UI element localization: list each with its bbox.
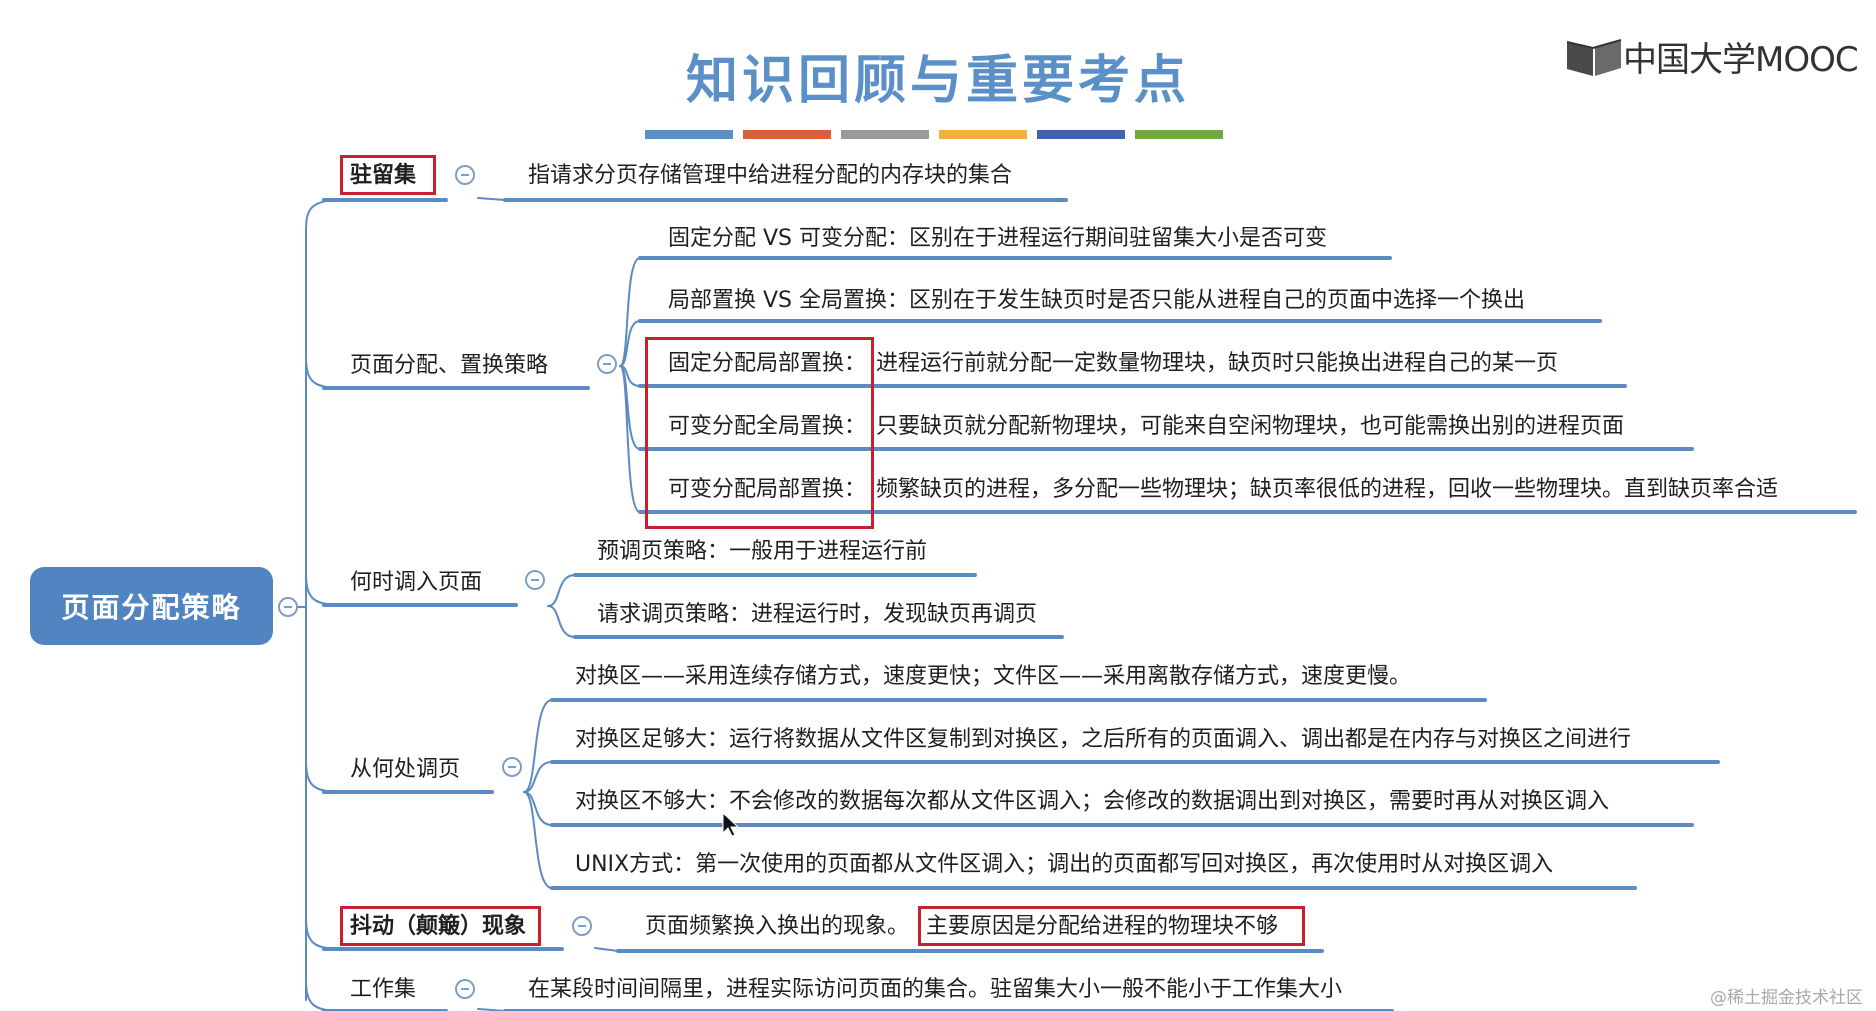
- branch-allocation: 页面分配、置换策略: [350, 353, 549, 378]
- leaf-text: 对换区足够大：运行将数据从文件区复制到对换区，之后所有的页面调入、调出都是在内存…: [575, 727, 1632, 752]
- connector: [594, 947, 619, 952]
- collapse-icon[interactable]: [597, 354, 617, 374]
- connector: [305, 199, 341, 1001]
- page-title: 知识回顾与重要考点: [685, 50, 1190, 111]
- collapse-icon[interactable]: [572, 916, 592, 936]
- highlight-box: [340, 906, 541, 946]
- connector: [547, 605, 576, 638]
- connector: [619, 257, 641, 367]
- connector: [523, 761, 553, 793]
- title-color-bar: [939, 130, 1027, 139]
- connector: [305, 759, 341, 793]
- connector: [305, 355, 341, 389]
- leaf-text: 对换区——采用连续存储方式，速度更快；文件区——采用离散存储方式，速度更慢。: [575, 664, 1412, 689]
- connector: [547, 574, 576, 607]
- connector: [523, 699, 553, 793]
- title-color-bar: [1037, 130, 1125, 139]
- connector: [523, 791, 553, 889]
- highlight-box: [918, 906, 1305, 946]
- leaf-text: 指请求分页存储管理中给进程分配的内存块的集合: [528, 163, 1013, 188]
- highlight-box: [340, 155, 436, 195]
- collapse-icon[interactable]: [525, 570, 545, 590]
- connector: [305, 916, 341, 950]
- strategy-desc: 只要缺页就分配新物理块，可能来自空闲物理块，也可能需换出别的进程页面: [876, 414, 1625, 439]
- book-icon: [1566, 38, 1622, 76]
- leaf-text: 固定分配 VS 可变分配：区别在于进程运行期间驻留集大小是否可变: [668, 226, 1328, 251]
- leaf-text: 请求调页策略：进程运行时，发现缺页再调页: [597, 602, 1038, 627]
- watermark: @稀土掘金技术社区: [1710, 988, 1863, 1008]
- leaf-text: 局部置换 VS 全局置换：区别在于发生缺页时是否只能从进程自己的页面中选择一个换…: [668, 288, 1526, 313]
- mooc-logo: 中国大学MOOC: [1565, 32, 1859, 81]
- strategy-name: 固定分配局部置换：: [668, 351, 867, 376]
- title-color-bar: [841, 130, 929, 139]
- leaf-text: 在某段时间间隔里，进程实际访问页面的集合。驻留集大小一般不能小于工作集大小: [528, 977, 1343, 1002]
- branch-where: 从何处调页: [350, 757, 461, 782]
- strategy-desc: 进程运行前就分配一定数量物理块，缺页时只能换出进程自己的某一页: [876, 351, 1559, 376]
- leaf-text: 页面频繁换入换出的现象。: [645, 914, 910, 939]
- logo-label: 中国大学MOOC: [1623, 40, 1859, 80]
- title-color-bar: [1135, 130, 1223, 139]
- strategy-desc: 频繁缺页的进程，多分配一些物理块；缺页率很低的进程，回收一些物理块。直到缺页率合…: [876, 477, 1779, 502]
- branch-when: 何时调入页面: [350, 570, 483, 595]
- leaf-text: 预调页策略：一般用于进程运行前: [597, 539, 928, 564]
- title-color-bar: [645, 130, 733, 139]
- connector: [305, 978, 341, 1011]
- leaf-text: UNIX方式：第一次使用的页面都从文件区调入；调出的页面都写回对换区，再次使用时…: [575, 852, 1554, 877]
- branch-working-set: 工作集: [350, 977, 417, 1002]
- connector: [477, 197, 506, 201]
- collapse-icon[interactable]: [278, 597, 298, 617]
- thrashing-cause: 主要原因是分配给进程的物理块不够: [926, 914, 1279, 939]
- title-color-bar: [743, 130, 831, 139]
- strategy-name: 可变分配全局置换：: [668, 414, 867, 439]
- branch-thrashing: 抖动（颠簸）现象: [350, 914, 527, 939]
- connector: [619, 320, 641, 367]
- highlight-box: [645, 337, 874, 529]
- connector: [305, 572, 341, 606]
- collapse-icon[interactable]: [455, 165, 475, 185]
- connector: [619, 365, 641, 513]
- collapse-icon[interactable]: [502, 757, 522, 777]
- leaf-text: 对换区不够大：不会修改的数据每次都从文件区调入；会修改的数据调出到对换区，需要时…: [575, 789, 1610, 814]
- root-node: 页面分配策略: [30, 567, 273, 645]
- collapse-icon[interactable]: [455, 979, 475, 999]
- strategy-name: 可变分配局部置换：: [668, 477, 867, 502]
- mouse-cursor-icon: [722, 812, 740, 837]
- branch-resident-set: 驻留集: [350, 163, 417, 188]
